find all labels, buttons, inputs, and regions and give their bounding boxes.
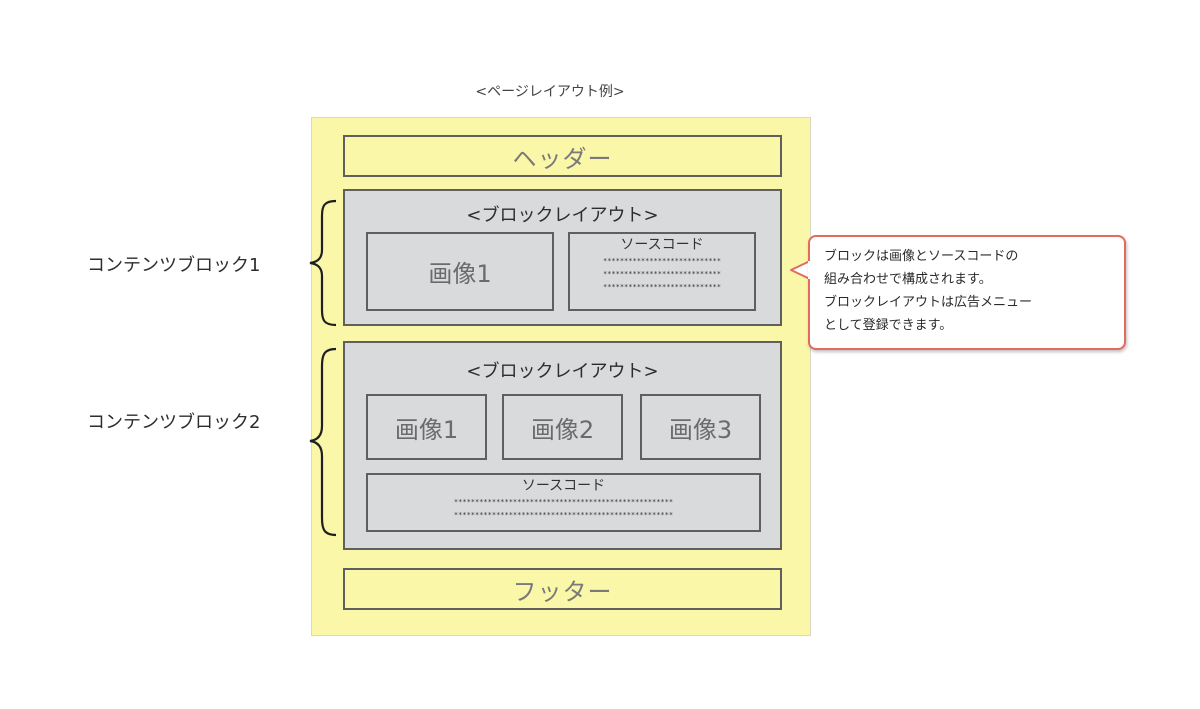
source-code-label: ソースコード: [620, 237, 704, 253]
block-1-image-1: 画像1: [366, 232, 554, 311]
diagram-title: <ページレイアウト例>: [475, 84, 625, 100]
block-2-image-1: 画像1: [366, 394, 487, 460]
callout-line: 組み合わせで構成されます。: [824, 272, 992, 287]
image-label: 画像2: [530, 415, 595, 444]
code-line: ****************************************…: [453, 498, 674, 506]
block-1-source-code: ソースコード **************************** ****…: [568, 232, 756, 311]
header-box: ヘッダー: [343, 135, 782, 177]
callout-line: として登録できます。: [824, 318, 953, 333]
block-2-image-2: 画像2: [502, 394, 623, 460]
block-1-brace-icon: [309, 199, 337, 327]
image-label: 画像1: [428, 260, 492, 288]
content-block-1: <ブロックレイアウト> 画像1 ソースコード *****************…: [343, 189, 782, 326]
content-block-2-label: コンテンツブロック2: [87, 412, 261, 433]
block-2-image-3: 画像3: [640, 394, 761, 460]
header-label: ヘッダー: [512, 144, 613, 173]
code-line: ****************************: [602, 257, 721, 265]
block-2-title: <ブロックレイアウト>: [466, 361, 659, 382]
block-2-source-code: ソースコード *********************************…: [366, 473, 761, 532]
content-block-2: <ブロックレイアウト> 画像1 画像2 画像3 ソースコード *********…: [343, 341, 782, 550]
footer-box: フッター: [343, 568, 782, 610]
code-line: ****************************: [602, 283, 721, 291]
code-line: ****************************************…: [453, 511, 674, 519]
image-label: 画像1: [394, 415, 459, 444]
callout-line: ブロックは画像とソースコードの: [824, 249, 1019, 264]
callout-line: ブロックレイアウトは広告メニュー: [824, 295, 1033, 310]
source-code-label: ソースコード: [521, 478, 606, 494]
callout-tail-joint: [808, 261, 811, 279]
code-line: ****************************: [602, 270, 721, 278]
block-1-title: <ブロックレイアウト>: [466, 205, 659, 226]
content-block-1-label: コンテンツブロック1: [87, 255, 261, 276]
footer-label: フッター: [512, 577, 613, 606]
block-2-brace-icon: [309, 347, 337, 537]
image-label: 画像3: [668, 415, 733, 444]
callout-note: ブロックは画像とソースコードの 組み合わせで構成されます。 ブロックレイアウトは…: [808, 235, 1126, 350]
